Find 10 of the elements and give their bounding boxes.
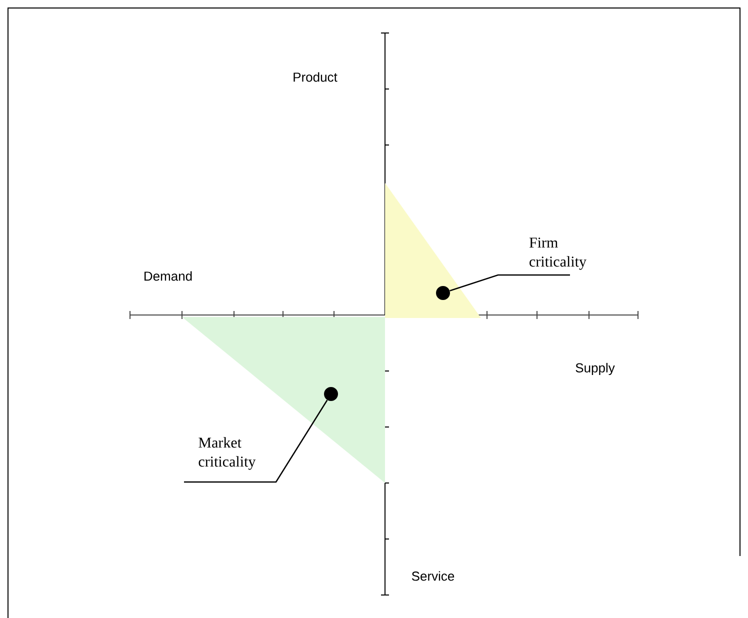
leader-line bbox=[450, 274, 570, 292]
axis-label: Supply bbox=[576, 362, 615, 376]
leader-line bbox=[184, 400, 328, 483]
callout-text: Market criticality bbox=[198, 437, 256, 470]
axis-label: Demand bbox=[144, 271, 192, 281]
callout-text: Firm criticality bbox=[529, 238, 586, 270]
dot bbox=[436, 286, 450, 300]
dot bbox=[324, 387, 338, 401]
axis-label: Service bbox=[412, 571, 454, 581]
axis-label: Product bbox=[294, 72, 338, 82]
